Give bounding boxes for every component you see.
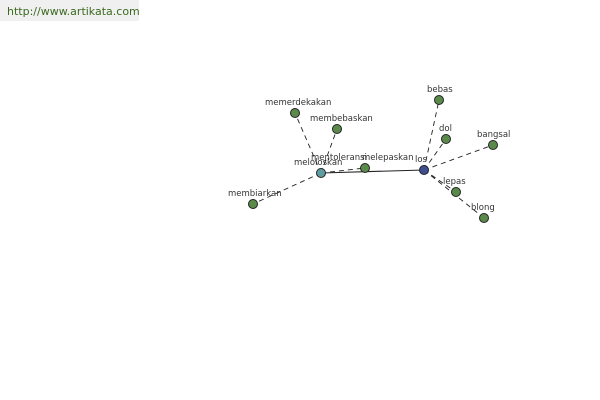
node-lepas[interactable] [451, 187, 461, 197]
node-label-los: los [415, 155, 428, 165]
edge-meloloskan-los [320, 169, 425, 174]
edge-meloloskan-membiarkan [252, 172, 322, 205]
node-label-dol: dol [439, 124, 452, 134]
node-label-lepas: lepas [443, 177, 466, 187]
edge-meloloskan-membebaskan [320, 128, 338, 174]
edges-layer [252, 99, 494, 219]
node-label-mentoleransi: mentoleransi [311, 153, 367, 163]
nodes-layer [248, 95, 498, 223]
node-dol[interactable] [441, 134, 451, 144]
edge-los-bebas [423, 99, 440, 171]
node-bebas[interactable] [434, 95, 444, 105]
watermark-bar: http://www.artikata.com [0, 0, 140, 21]
edge-los-bangsal [423, 144, 494, 171]
node-label-meloloskan: meloloskan [294, 158, 342, 168]
node-membiarkan[interactable] [248, 199, 258, 209]
node-label-memerdekakan: memerdekakan [265, 98, 331, 108]
edge-meloloskan-mentoleransi [320, 167, 366, 174]
node-label-bangsal: bangsal [477, 130, 510, 140]
edge-meloloskan-memerdekakan [294, 112, 322, 174]
node-bangsal[interactable] [488, 140, 498, 150]
node-memerdekakan[interactable] [290, 108, 300, 118]
node-los[interactable] [419, 165, 429, 175]
node-label-membiarkan: membiarkan [228, 189, 282, 199]
node-label-melepaskan: melepaskan [362, 153, 414, 163]
node-blong[interactable] [479, 213, 489, 223]
watermark-url: http://www.artikata.com [7, 5, 140, 18]
node-meloloskan[interactable] [316, 168, 326, 178]
node-membebaskan[interactable] [332, 124, 342, 134]
node-label-bebas: bebas [427, 85, 453, 95]
edge-los-lepas [423, 169, 457, 193]
node-label-membebaskan: membebaskan [310, 114, 373, 124]
edge-los-dol [423, 138, 447, 171]
node-label-blong: blong [471, 203, 495, 213]
labels-layer: meloloskan los memerdekakan membebaskan memb… [228, 85, 510, 213]
node-mentoleransi[interactable] [360, 163, 370, 173]
